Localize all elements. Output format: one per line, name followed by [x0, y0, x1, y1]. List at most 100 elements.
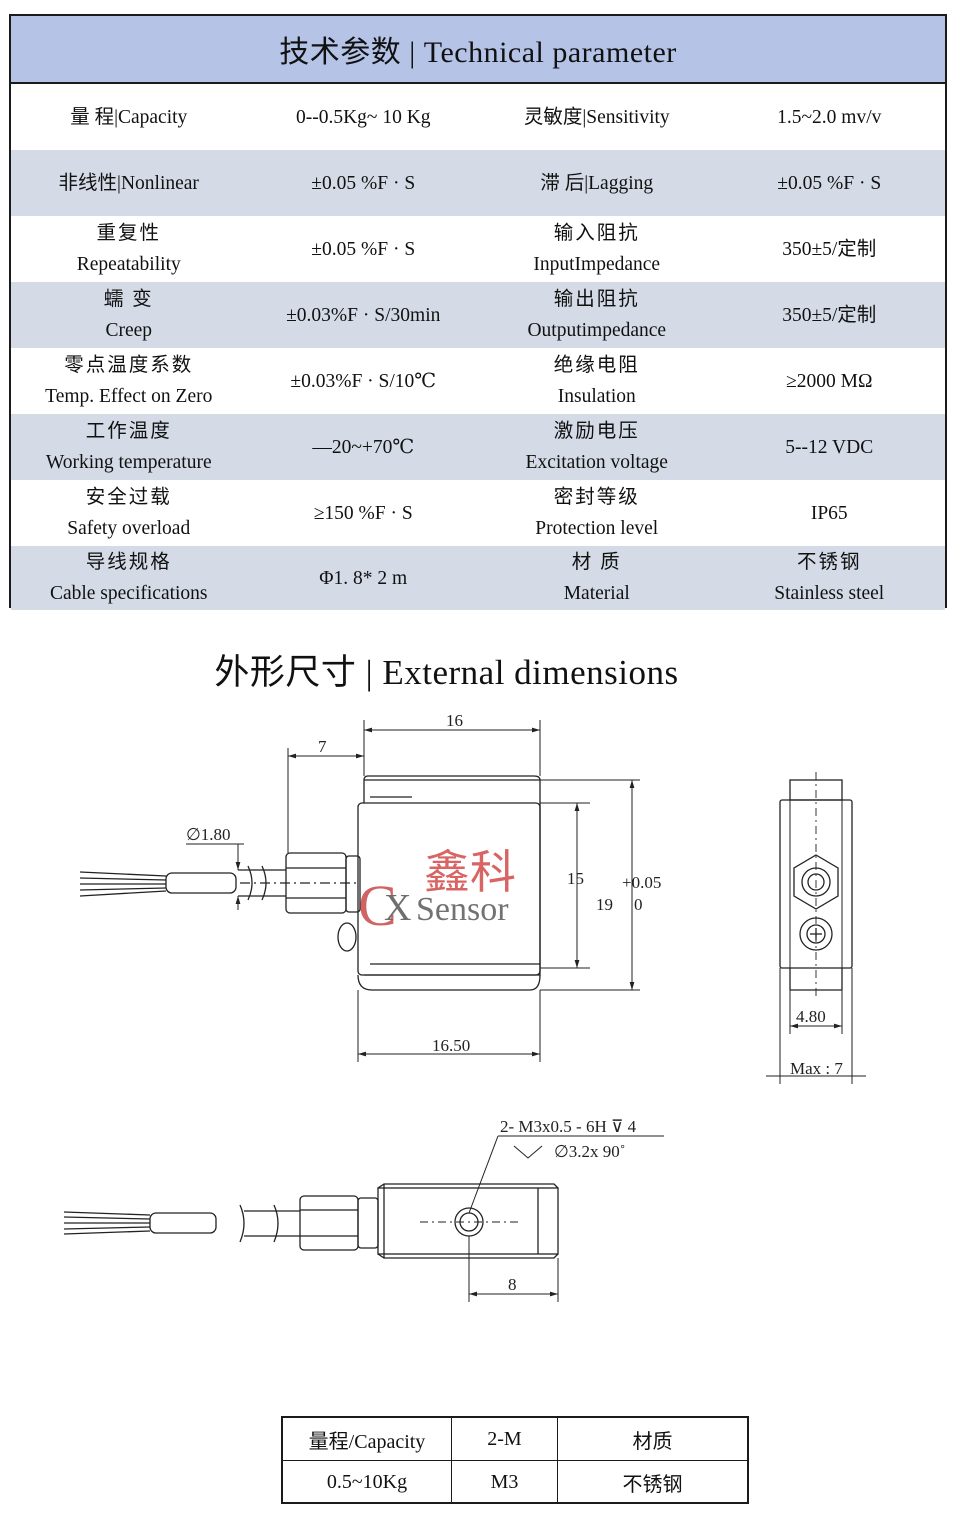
- param-value: IP65: [714, 480, 946, 546]
- param-name-line: Protection level: [535, 518, 659, 539]
- param-value: Φ1. 8* 2 m: [247, 546, 481, 610]
- param-name-line: Temp. Effect on Zero: [45, 386, 213, 407]
- param-name: 蠕 变 Creep: [11, 282, 247, 348]
- bottom-cable-sleeve: [149, 1212, 217, 1234]
- param-name: 滞 后|Lagging: [480, 150, 714, 216]
- param-value: ±0.03%F · S/30min: [247, 282, 481, 348]
- param-value-line: 5--12 VDC: [785, 436, 874, 458]
- dim-tolerance-zero: 0: [634, 895, 643, 914]
- dim-side-max: Max : 7: [790, 1059, 843, 1078]
- param-name-line: 安全过载: [85, 487, 172, 508]
- svg-text:Sensor: Sensor: [416, 891, 509, 928]
- spec-table: 技术参数 | Technical parameter 量 程|Capacity 0…: [9, 14, 947, 610]
- param-name-line: InputImpedance: [533, 254, 661, 275]
- chamfer-callout: ∅3.2x 90˚: [554, 1142, 625, 1161]
- param-name-line: 输入阻抗: [553, 223, 640, 244]
- dim-top-width: 16: [446, 711, 463, 730]
- param-name: 零点温度系数 Temp. Effect on Zero: [11, 348, 247, 414]
- param-value-line: 350±5/定制: [782, 304, 877, 326]
- param-name-line: 绝缘电阻: [553, 355, 640, 376]
- param-name-line: 蠕 变: [103, 289, 154, 310]
- capacity-table: 量程/Capacity 2-M 材质 0.5~10Kg M3 不锈钢: [281, 1416, 749, 1504]
- param-name-line: 滞 后|Lagging: [540, 172, 654, 194]
- param-name: 工作温度 Working temperature: [11, 414, 247, 480]
- param-value-line: 350±5/定制: [782, 238, 877, 260]
- param-name-line: 密封等级: [553, 487, 640, 508]
- header-capacity: 量程/Capacity: [283, 1418, 452, 1460]
- param-value: ≥2000 MΩ: [714, 348, 946, 414]
- capacity-table-row: 0.5~10Kg M3 不锈钢: [283, 1460, 747, 1503]
- cx-sensor-logo: 鑫科 C X Sensor: [358, 847, 516, 938]
- dim-inner-height: 15: [567, 869, 584, 888]
- param-name-line: Repeatability: [76, 254, 181, 275]
- param-value: ±0.05 %F · S: [714, 150, 946, 216]
- dim-hole-distance: 8: [508, 1275, 517, 1294]
- param-name-line: 材 质: [571, 552, 622, 573]
- param-name-line: 非线性|Nonlinear: [58, 172, 199, 194]
- param-value: ±0.05 %F · S: [247, 216, 481, 282]
- param-value: 0--0.5Kg~ 10 Kg: [247, 84, 481, 150]
- param-name-line: Working temperature: [45, 452, 212, 473]
- param-value: —20~+70℃: [247, 414, 481, 480]
- header-material: 材质: [632, 1430, 673, 1453]
- value-capacity: 0.5~10Kg: [283, 1461, 452, 1503]
- param-value-line: 不锈钢: [796, 552, 862, 573]
- spec-row: 非线性|Nonlinear ±0.05 %F · S 滞 后|Lagging ±0.0…: [11, 150, 945, 216]
- cable-sleeve: [165, 872, 237, 894]
- param-name-line: Excitation voltage: [525, 452, 668, 473]
- param-name-line: 零点温度系数: [64, 355, 194, 376]
- param-name-line: Outputimpedance: [527, 320, 667, 341]
- param-name-line: Material: [563, 583, 630, 604]
- dimension-drawing: 16 7 ∅1.80 15 19 +0.05 0 16.50 4.80 Max …: [63, 711, 866, 1302]
- dim-bottom-width: 16.50: [432, 1036, 470, 1055]
- param-name: 安全过载 Safety overload: [11, 480, 247, 546]
- param-value: ±0.03%F · S/10℃: [247, 348, 481, 414]
- param-value-line: ≥150 %F · S: [313, 502, 413, 524]
- param-name-line: Safety overload: [67, 518, 191, 539]
- dim-cable-length: 7: [318, 737, 327, 756]
- bottom-view-body: [377, 1187, 559, 1255]
- param-value-line: Φ1. 8* 2 m: [319, 567, 408, 589]
- svg-text:鑫科: 鑫科: [424, 847, 516, 898]
- param-name: 激励电压 Excitation voltage: [480, 414, 714, 480]
- param-name-line: 工作温度: [85, 421, 172, 442]
- param-name-line: Creep: [105, 320, 153, 341]
- dim-outer-height: 19: [596, 895, 613, 914]
- param-value: 350±5/定制: [714, 216, 946, 282]
- param-value: ±0.05 %F · S: [247, 150, 481, 216]
- spec-row: 安全过载 Safety overload ≥150 %F · S 密封等级 Protec…: [11, 480, 945, 546]
- param-value-line: ≥2000 MΩ: [786, 370, 873, 392]
- param-value-line: ±0.05 %F · S: [777, 172, 882, 194]
- value-thread: M3: [452, 1461, 558, 1503]
- dim-tolerance-plus: +0.05: [622, 873, 661, 892]
- spec-row: 工作温度 Working temperature —20~+70℃ 激励电压 Excit…: [11, 414, 945, 480]
- param-name: 输入阻抗 InputImpedance: [480, 216, 714, 282]
- header-thread: 2-M: [452, 1418, 558, 1460]
- param-name-line: 导线规格: [85, 552, 172, 573]
- param-value: 1.5~2.0 mv/v: [714, 84, 946, 150]
- dim-cable-diameter: ∅1.80: [186, 825, 231, 844]
- param-name-line: 量 程|Capacity: [70, 106, 188, 128]
- spec-row: 量 程|Capacity 0--0.5Kg~ 10 Kg 灵敏度|Sensitivi…: [11, 84, 945, 150]
- svg-text:C: C: [358, 873, 397, 938]
- param-name-line: 激励电压: [553, 421, 640, 442]
- param-name-line: 灵敏度|Sensitivity: [523, 106, 670, 128]
- spec-table-title: 技术参数 | Technical parameter: [11, 16, 945, 84]
- dim-side-width: 4.80: [796, 1007, 826, 1026]
- param-name: 量 程|Capacity: [11, 84, 247, 150]
- param-value-line: ±0.05 %F · S: [311, 172, 416, 194]
- thread-callout: 2- M3x0.5 - 6H ⊽ 4: [500, 1117, 637, 1136]
- capacity-table-header: 量程/Capacity 2-M 材质: [283, 1418, 747, 1460]
- param-name: 材 质 Material: [480, 546, 714, 610]
- param-value-line: —20~+70℃: [312, 436, 415, 458]
- param-value: ≥150 %F · S: [247, 480, 481, 546]
- param-name: 非线性|Nonlinear: [11, 150, 247, 216]
- param-value: 5--12 VDC: [714, 414, 946, 480]
